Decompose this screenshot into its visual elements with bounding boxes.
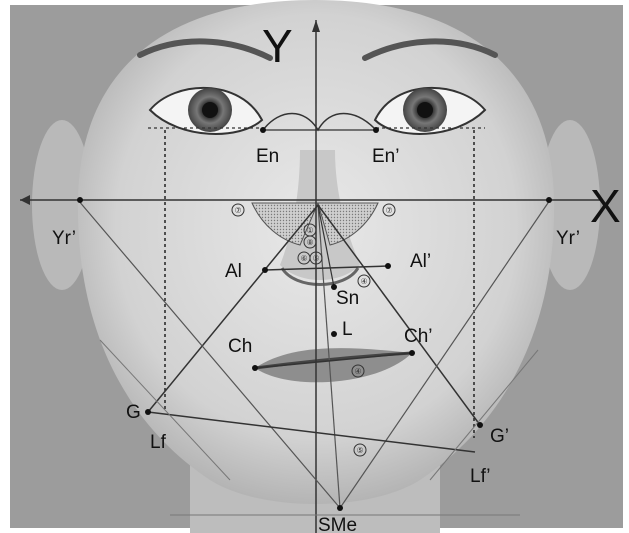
svg-text:⑦: ⑦ bbox=[235, 206, 242, 215]
label-l: L bbox=[342, 319, 353, 340]
right-pupil bbox=[417, 102, 433, 118]
point-yr-prime bbox=[546, 197, 552, 203]
point-yr bbox=[77, 197, 83, 203]
point-g bbox=[145, 409, 151, 415]
svg-text:⑥: ⑥ bbox=[301, 254, 308, 263]
label-g: G bbox=[126, 402, 141, 423]
point-en-prime bbox=[373, 127, 379, 133]
y-axis-label: Y bbox=[262, 20, 293, 72]
point-ch-prime bbox=[409, 350, 415, 356]
label-en-prime: En’ bbox=[372, 146, 399, 167]
svg-text:⑦: ⑦ bbox=[386, 206, 393, 215]
label-al-prime: Al’ bbox=[410, 251, 431, 272]
point-g-prime bbox=[477, 422, 483, 428]
label-lf-prime: Lf’ bbox=[470, 466, 490, 487]
label-yr-right: Yr’ bbox=[556, 228, 580, 249]
point-al bbox=[262, 267, 268, 273]
left-pupil bbox=[202, 102, 218, 118]
label-ch: Ch bbox=[228, 336, 252, 357]
label-lf: Lf bbox=[150, 432, 167, 453]
point-l bbox=[331, 331, 337, 337]
label-al: Al bbox=[225, 261, 242, 282]
svg-text:⑤: ⑤ bbox=[357, 446, 364, 455]
svg-text:④: ④ bbox=[361, 277, 368, 286]
label-ch-prime: Ch’ bbox=[404, 326, 433, 347]
point-sme bbox=[337, 505, 343, 511]
label-en: En bbox=[256, 146, 279, 167]
label-g-prime: G’ bbox=[490, 426, 509, 447]
svg-text:⑤: ⑤ bbox=[313, 254, 320, 263]
label-sn: Sn bbox=[336, 288, 359, 309]
svg-text:④: ④ bbox=[355, 367, 362, 376]
point-al-prime bbox=[385, 263, 391, 269]
x-axis-label: X bbox=[590, 180, 621, 232]
point-en bbox=[260, 127, 266, 133]
label-yr-left: Yr’ bbox=[52, 228, 76, 249]
label-sme: SMe bbox=[318, 515, 357, 533]
svg-text:①: ① bbox=[307, 226, 314, 235]
point-ch bbox=[252, 365, 258, 371]
svg-text:⑧: ⑧ bbox=[307, 238, 314, 247]
